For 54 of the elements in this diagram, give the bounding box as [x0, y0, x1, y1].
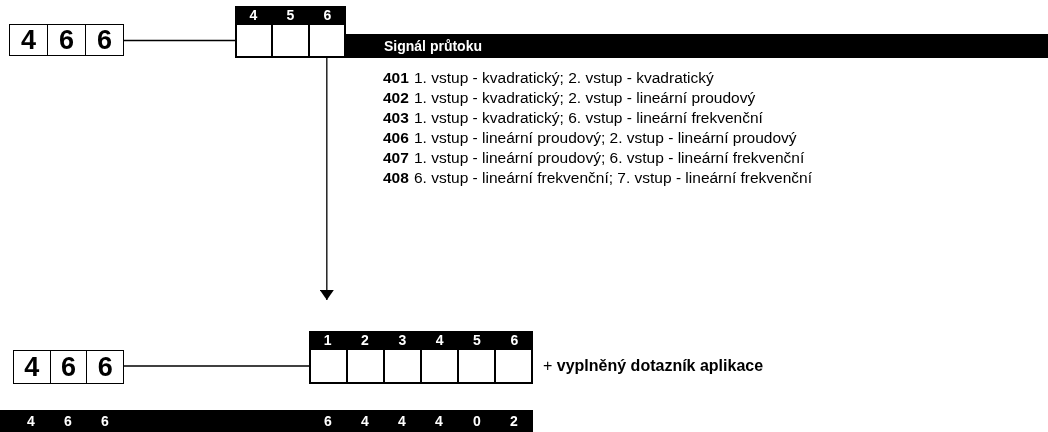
entry-group — [235, 6, 346, 58]
code-digit: 6 — [50, 351, 88, 383]
entry-box — [310, 349, 347, 383]
position-number: 5 — [472, 331, 482, 349]
code-digit: 6 — [48, 25, 86, 55]
code-digit: 6 — [96, 25, 113, 55]
connector-line — [123, 39, 236, 42]
entry-box — [272, 24, 309, 57]
code-digit: 6 — [323, 412, 333, 431]
arrow — [319, 56, 334, 301]
position-number: 1 — [322, 331, 333, 349]
position-number: 3 — [397, 331, 408, 349]
position-number: 2 — [360, 331, 370, 349]
entry-box — [421, 349, 458, 383]
connector-line — [123, 365, 310, 367]
option-description: 1. vstup - kvadratický; 2. vstup - lineární proudový — [414, 89, 756, 107]
entry-box — [308, 24, 345, 57]
option-description: 6. vstup - lineární frekvenční; 7. vstup - lineární frekvenční — [414, 169, 813, 187]
code-digit: 6 — [96, 351, 114, 383]
code-digit: 4 — [14, 351, 51, 383]
entry-box — [495, 349, 532, 383]
option-description: 1. vstup - lineární proudový; 6. vstup - lineární frekvenční — [414, 149, 805, 167]
code-digit: 0 — [472, 412, 482, 431]
option-description: 1. vstup - kvadratický; 2. vstup - kvadratický — [414, 69, 714, 87]
position-number: 6 — [509, 331, 520, 349]
option-description: 1. vstup - kvadratický; 6. vstup - lineární frekvenční — [414, 109, 763, 127]
code-digit: 4 — [360, 412, 370, 431]
entry-box — [236, 24, 273, 57]
option-code: 406 — [383, 129, 409, 147]
option-code: 402 — [383, 89, 409, 107]
code-box — [13, 350, 124, 384]
option-code: 407 — [383, 149, 409, 167]
option-code: 401 — [383, 69, 409, 87]
code-digit: 4 — [10, 25, 48, 55]
entry-box — [458, 349, 495, 383]
position-number: 6 — [322, 6, 333, 24]
entry-group — [309, 331, 533, 384]
code-digit: 4 — [434, 412, 444, 431]
code-digit: 6 — [63, 412, 73, 431]
code-box — [9, 24, 124, 56]
code-digit: 4 — [26, 412, 36, 431]
code-digit: 6 — [100, 412, 110, 431]
note-text: + vyplněný dotazník aplikace — [543, 357, 764, 375]
option-description: 1. vstup - lineární proudový; 2. vstup - lineární proudový — [414, 129, 797, 147]
code-digit: 2 — [509, 412, 519, 431]
position-number: 4 — [434, 331, 445, 349]
position-number: 5 — [285, 6, 296, 24]
option-code: 403 — [383, 109, 409, 127]
entry-box — [384, 349, 421, 383]
entry-box — [347, 349, 384, 383]
code-digit: 4 — [397, 412, 407, 431]
section-heading: Signál průtoku — [346, 34, 1048, 58]
position-number: 4 — [248, 6, 259, 24]
option-code: 408 — [383, 169, 409, 187]
